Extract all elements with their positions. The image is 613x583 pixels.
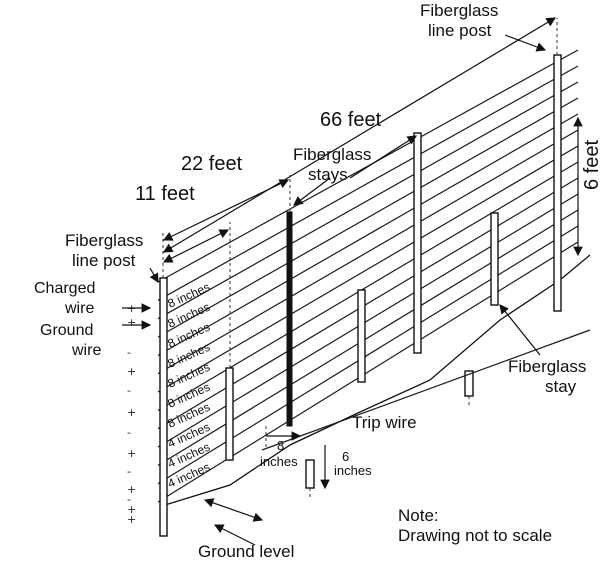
label-ground-level: Ground level [198,542,294,561]
label-line-post-left-1: Fiberglass [65,231,143,250]
polarity-mark: + [127,447,136,460]
label-6-feet: 6 feet [581,140,603,190]
note-heading: Note: [398,506,439,525]
stay-2 [286,211,293,427]
label-trip-6-b: inches [334,463,372,478]
polarity-mark: - [127,465,131,478]
label-stay-1: Fiberglass [508,357,586,376]
polarity-mark: + [127,302,136,315]
label-trip-wire: Trip wire [352,413,417,432]
stay-1 [225,367,234,461]
fence-wire [157,177,579,430]
right-line-post [553,54,562,312]
stay-5 [490,212,499,306]
polarity-mark: - [127,426,131,439]
trip-stay-1 [305,459,315,489]
polarity-mark: + [127,513,136,526]
polarity-mark: - [127,384,131,397]
polarity-mark: - [127,346,131,359]
label-line-post-left-2: line post [72,251,136,270]
polarity-mark: + [127,483,136,496]
polarity-mark: + [127,406,136,419]
polarity-marks: ++-+-+-+-+-++ [127,302,136,526]
label-ground-2: wire [71,342,101,359]
label-22-feet: 22 feet [181,153,243,175]
polarity-mark: + [127,365,136,378]
label-11-feet: 11 feet [135,183,195,205]
polarity-mark: - [127,493,131,506]
dimension-arrows [122,17,583,546]
label-trip-8-b: inches [260,454,298,469]
polarity-mark: + [127,316,136,329]
label-trip-8-a: 8 [277,438,284,453]
stay-4 [413,132,422,354]
label-ground-1: Ground [40,322,93,339]
label-trip-6-a: 6 [342,449,349,464]
label-line-post-top-2: line post [428,21,492,40]
label-stays-2: stays [308,165,348,184]
ground-line [164,254,591,506]
label-line-post-top-1: Fiberglass [420,1,498,20]
label-charged-1: Charged [34,280,95,297]
note-text: Drawing not to scale [398,526,552,545]
stay-3 [357,289,366,383]
label-stay-2: stay [545,377,577,396]
label-66-feet: 66 feet [320,109,382,131]
polarity-mark: + [127,503,136,516]
label-charged-2: wire [64,300,94,317]
label-stays-1: Fiberglass [293,145,371,164]
